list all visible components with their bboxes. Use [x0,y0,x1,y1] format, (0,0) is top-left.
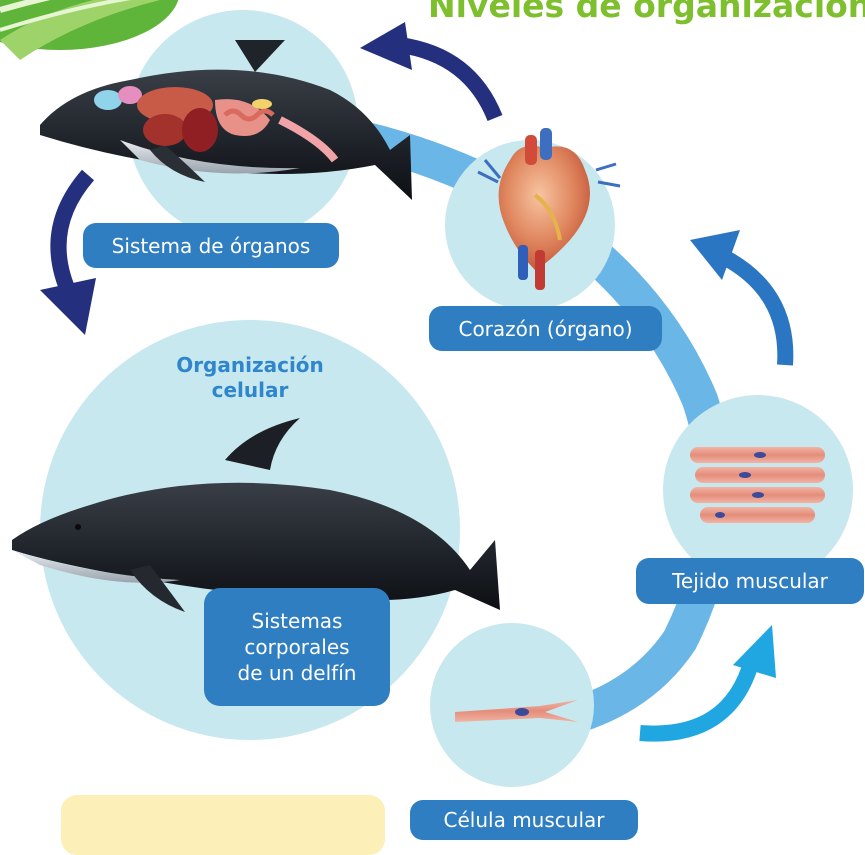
note-box [61,795,385,855]
arrow-top [360,22,495,118]
label-cell: Célula muscular [410,800,638,840]
label-heart: Corazón (órgano) [429,306,662,351]
leaf-decoration [0,0,180,60]
label-heart-text: Corazón (órgano) [458,317,632,341]
label-body-systems-line-2: corporales [244,634,349,660]
diagram-art [0,0,865,829]
center-title-line-1: Organización [150,353,350,378]
center-title: Organización celular [150,353,350,403]
label-body-systems: Sistemas corporales de un delfín [204,588,390,706]
label-tissue-text: Tejido muscular [672,569,828,593]
circle-cell [430,623,594,787]
label-body-systems-line-3: de un delfín [238,660,357,686]
label-tissue: Tejido muscular [636,558,864,604]
center-title-line-2: celular [150,378,350,403]
label-organ-system-text: Sistema de órganos [112,234,311,258]
arrow-right [690,230,785,365]
label-cell-text: Célula muscular [444,808,605,832]
label-body-systems-line-1: Sistemas [252,608,343,634]
label-organ-system: Sistema de órganos [83,223,339,268]
page-title: Niveles de organización [428,0,865,30]
